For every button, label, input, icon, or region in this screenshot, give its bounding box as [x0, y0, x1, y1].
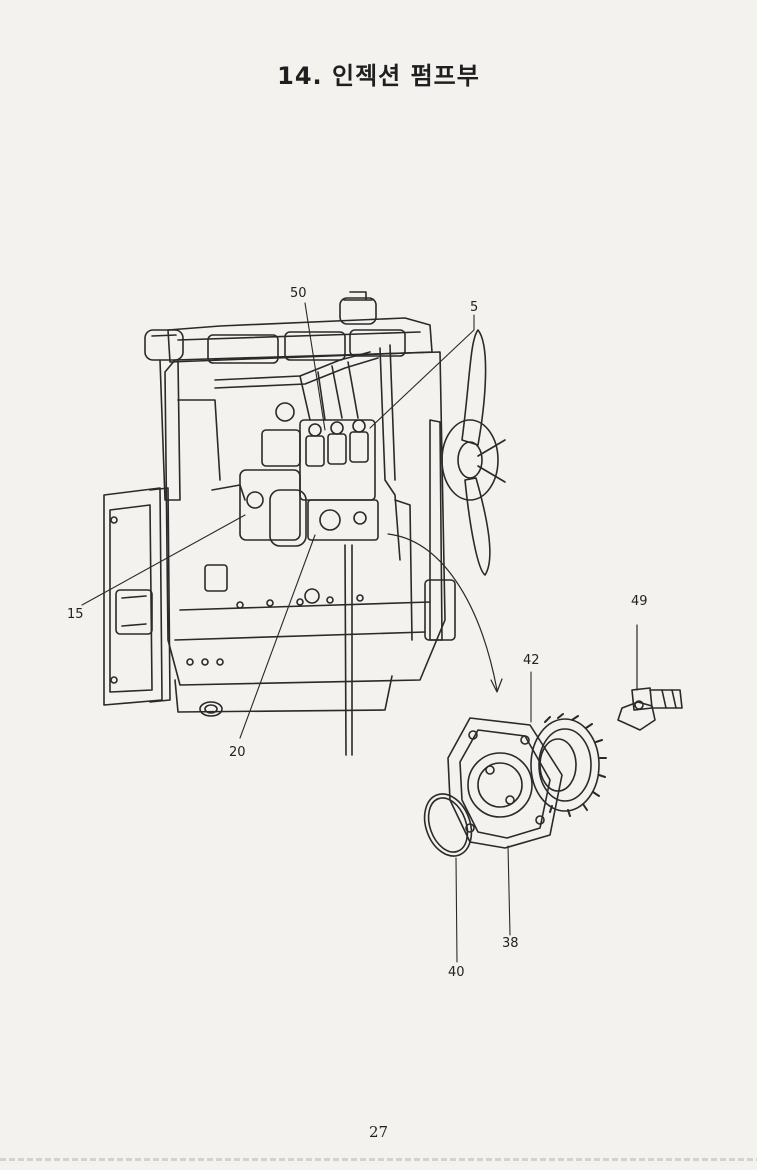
- cooling-fan: [424, 329, 506, 641]
- o-ring: [423, 793, 473, 857]
- fuel-fitting: [617, 624, 683, 731]
- page-title: 14. 인젝션 펌프부: [277, 62, 480, 90]
- callout-15: 15: [67, 607, 84, 622]
- page-number: 27: [368, 1123, 389, 1141]
- callout-20: 20: [229, 745, 246, 760]
- scan-artifact: [0, 1158, 757, 1161]
- callout-50: 50: [290, 286, 307, 301]
- callout-labels: 50 5 15 20 49 42 38 40: [67, 286, 648, 980]
- callout-42: 42: [523, 653, 540, 668]
- callout-38: 38: [502, 936, 519, 951]
- injection-pump: [299, 419, 379, 541]
- callout-49: 49: [631, 594, 648, 609]
- pump-flange-plate: [447, 717, 563, 849]
- leader-lines: [81, 302, 532, 963]
- engine-assembly: [103, 291, 506, 756]
- drive-gear: [530, 713, 607, 817]
- callout-40: 40: [448, 965, 465, 980]
- callout-5: 5: [470, 300, 478, 315]
